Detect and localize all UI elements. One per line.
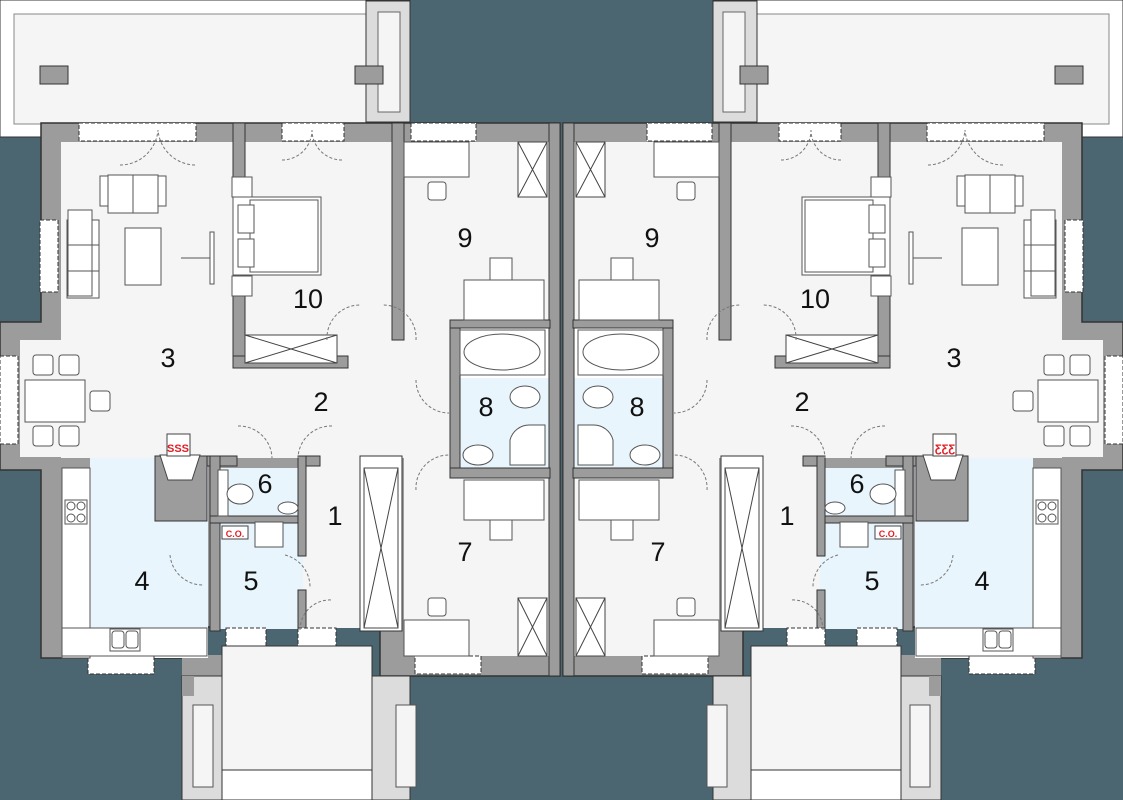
room-5-label: 5 [864, 566, 879, 596]
room-labels-left: 1 2 3 4 5 6 7 8 9 10 SSS C.O. [134, 223, 493, 596]
room-1-label: 1 [779, 501, 794, 531]
fireplace-label: ƸƸƸ [935, 443, 955, 455]
room-labels-right: 1 2 3 4 5 6 7 8 9 10 ƸƸƸ C.O. [629, 223, 989, 596]
boiler-label: C.O. [226, 529, 245, 539]
room-7-label: 7 [650, 537, 665, 567]
unit-left [0, 0, 561, 800]
room-5-label: 5 [243, 566, 258, 596]
room-8-label: 8 [629, 392, 644, 422]
room-10-label: 10 [293, 284, 323, 314]
room-6-label: 6 [257, 469, 272, 499]
fireplace-label: SSS [167, 443, 189, 455]
room-3-label: 3 [946, 343, 961, 373]
room-9-label: 9 [644, 223, 659, 253]
room-4-label: 4 [134, 566, 149, 596]
room-2-label: 2 [794, 387, 809, 417]
room-3-label: 3 [160, 343, 175, 373]
room-6-label: 6 [849, 469, 864, 499]
room-4-label: 4 [974, 566, 989, 596]
room-7-label: 7 [457, 537, 472, 567]
boiler-label: C.O. [879, 529, 898, 539]
room-2-label: 2 [313, 387, 328, 417]
room-8-label: 8 [478, 392, 493, 422]
room-9-label: 9 [457, 223, 472, 253]
room-1-label: 1 [327, 501, 342, 531]
unit-right [562, 0, 1123, 800]
room-10-label: 10 [800, 284, 830, 314]
